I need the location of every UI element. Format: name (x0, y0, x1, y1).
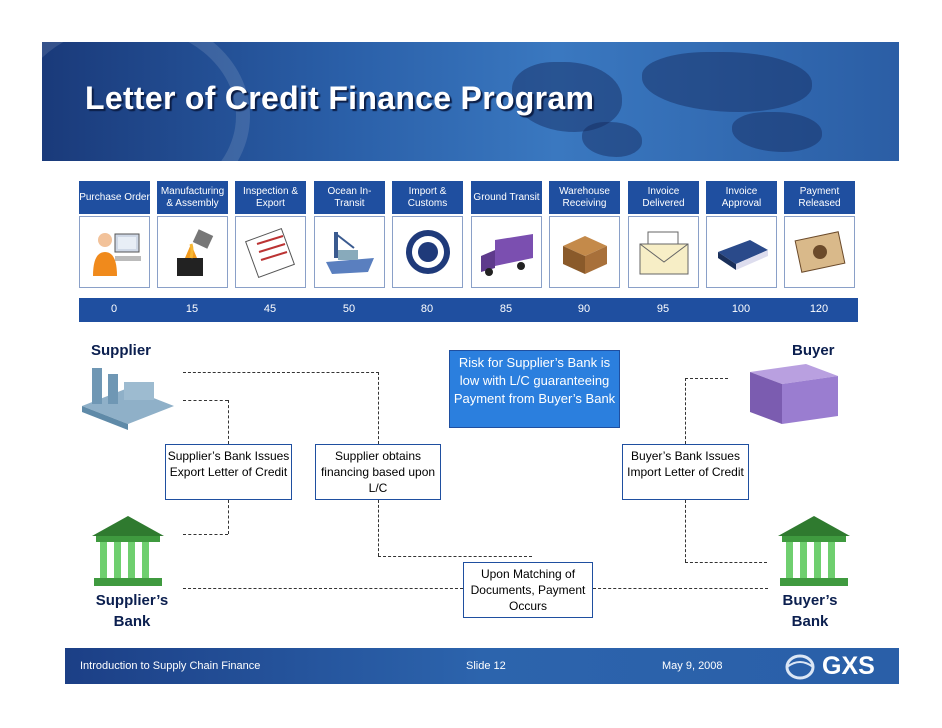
slide-title: Letter of Credit Finance Program (85, 80, 595, 116)
pallet-boxes-icon (549, 216, 620, 288)
supplier-bank-building-icon (90, 514, 166, 593)
office-building-icon (746, 362, 842, 433)
day-label: 0 (110, 303, 118, 315)
customs-seal-icon (392, 216, 463, 288)
computer-operator-icon (79, 216, 150, 288)
stage-header-warehouse: Warehouse Receiving (549, 181, 620, 214)
connector-line (593, 588, 768, 589)
connector-line (685, 378, 686, 444)
title-banner (42, 42, 899, 161)
day-timeline-bar (79, 298, 858, 322)
day-label: 85 (499, 303, 513, 315)
stage-header-manufacturing: Manufacturing & Assembly (157, 181, 228, 214)
factory-icon (78, 362, 178, 435)
gxs-logo: GXS (822, 652, 875, 680)
day-label: 100 (731, 303, 751, 315)
connector-line (183, 534, 228, 535)
connector-line (685, 378, 728, 379)
day-label: 45 (263, 303, 277, 315)
checklist-document-icon (235, 216, 306, 288)
stage-header-import: Import & Customs (392, 181, 463, 214)
day-label: 80 (420, 303, 434, 315)
risk-note-box: Risk for Supplier’s Bank is low with L/C… (449, 350, 620, 428)
footer-bar (65, 648, 899, 684)
buyer-bank-building-icon (776, 514, 852, 593)
connector-line (685, 562, 767, 563)
stage-header-payment: Payment Released (784, 181, 855, 214)
stage-header-invoice-delivered: Invoice Delivered (628, 181, 699, 214)
import-lc-box: Buyer’s Bank Issues Import Letter of Cre… (622, 444, 749, 500)
connector-line (183, 588, 463, 589)
connector-line (378, 500, 379, 556)
footer-title: Introduction to Supply Chain Finance (80, 660, 261, 672)
buyer-bank-label: Buyer’s Bank (782, 592, 838, 630)
stage-header-purchase-order: Purchase Order (79, 181, 150, 214)
connector-line (378, 556, 532, 557)
day-label: 95 (656, 303, 670, 315)
connector-line (183, 400, 228, 401)
cargo-ship-icon (314, 216, 385, 288)
day-label: 90 (577, 303, 591, 315)
stage-header-ground: Ground Transit (471, 181, 542, 214)
matching-box: Upon Matching of Documents, Payment Occu… (463, 562, 593, 618)
stage-header-inspection: Inspection & Export (235, 181, 306, 214)
envelope-icon (628, 216, 699, 288)
connector-line (183, 372, 379, 373)
day-label: 120 (809, 303, 829, 315)
supplier-bank-label: Supplier’s Bank (95, 592, 169, 630)
ledger-book-icon (706, 216, 777, 288)
truck-icon (471, 216, 542, 288)
financing-box: Supplier obtains financing based upon L/… (315, 444, 441, 500)
day-label: 15 (185, 303, 199, 315)
connector-line (228, 400, 229, 444)
export-lc-box: Supplier’s Bank Issues Export Letter of … (165, 444, 292, 500)
stage-header-invoice-approval: Invoice Approval (706, 181, 777, 214)
banknote-icon (784, 216, 855, 288)
supplier-label: Supplier (91, 342, 152, 359)
connector-line (685, 500, 686, 562)
buyer-label: Buyer (792, 342, 835, 359)
connector-line (228, 500, 229, 534)
slide-number: Slide 12 (466, 660, 506, 672)
day-label: 50 (342, 303, 356, 315)
stage-header-ocean: Ocean In-Transit (314, 181, 385, 214)
molten-metal-icon (157, 216, 228, 288)
connector-line (378, 372, 379, 444)
footer-date: May 9, 2008 (662, 660, 723, 672)
